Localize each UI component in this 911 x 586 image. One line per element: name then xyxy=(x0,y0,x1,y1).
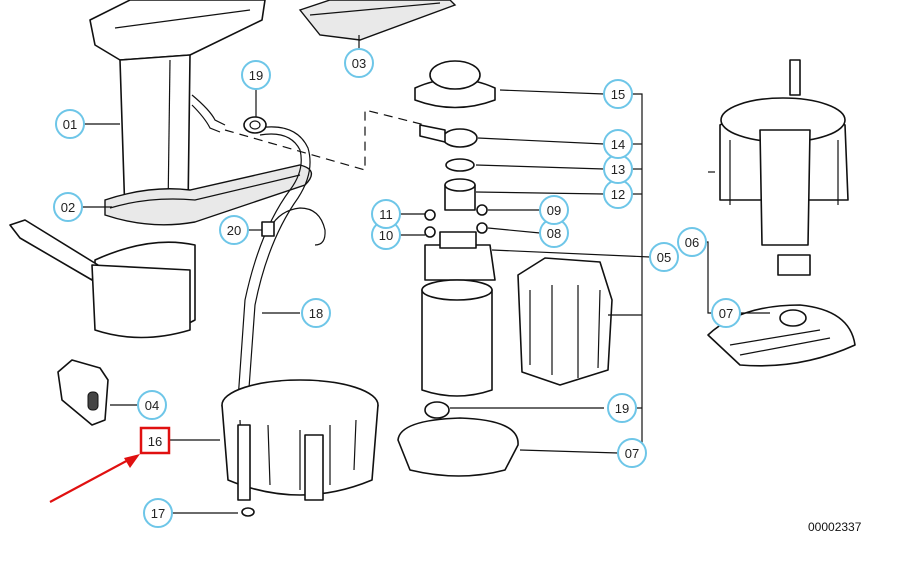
svg-text:16: 16 xyxy=(148,434,162,449)
callout-13[interactable]: 13 xyxy=(603,154,633,184)
callout-06[interactable]: 06 xyxy=(677,227,707,257)
svg-text:02: 02 xyxy=(61,200,75,215)
svg-text:07: 07 xyxy=(719,306,733,321)
callout-17[interactable]: 17 xyxy=(143,498,173,528)
callout-19-center[interactable]: 19 xyxy=(607,393,637,423)
svg-text:06: 06 xyxy=(685,235,699,250)
callout-19-top[interactable]: 19 xyxy=(241,60,271,90)
callout-03[interactable]: 03 xyxy=(344,48,374,78)
callout-20[interactable]: 20 xyxy=(219,215,249,245)
callout-05[interactable]: 05 xyxy=(649,242,679,272)
callout-15[interactable]: 15 xyxy=(603,79,633,109)
pump-module-right xyxy=(707,59,856,367)
hose-clamp-top xyxy=(243,116,267,134)
svg-text:04: 04 xyxy=(145,398,159,413)
callout-11[interactable]: 11 xyxy=(371,199,401,229)
svg-text:17: 17 xyxy=(151,506,165,521)
callout-18[interactable]: 18 xyxy=(301,298,331,328)
svg-text:11: 11 xyxy=(379,207,393,222)
document-number: 00002337 xyxy=(808,520,862,534)
callout-01[interactable]: 01 xyxy=(55,109,85,139)
callout-02[interactable]: 02 xyxy=(53,192,83,222)
svg-text:15: 15 xyxy=(611,87,625,102)
callout-07-right[interactable]: 07 xyxy=(711,298,741,328)
svg-text:13: 13 xyxy=(611,162,625,177)
fuel-hose xyxy=(237,126,326,403)
callout-16-highlighted[interactable]: 16 xyxy=(139,426,171,455)
svg-text:08: 08 xyxy=(547,226,561,241)
callout-07-center[interactable]: 07 xyxy=(617,438,647,468)
svg-text:14: 14 xyxy=(611,137,625,152)
cover-part xyxy=(298,0,457,41)
svg-text:10: 10 xyxy=(379,228,393,243)
callout-14[interactable]: 14 xyxy=(603,129,633,159)
highlight-arrow xyxy=(49,454,140,503)
callout-09[interactable]: 09 xyxy=(539,195,569,225)
callout-12[interactable]: 12 xyxy=(603,179,633,209)
svg-text:20: 20 xyxy=(227,223,241,238)
callout-04[interactable]: 04 xyxy=(137,390,167,420)
svg-text:03: 03 xyxy=(352,56,366,71)
svg-text:09: 09 xyxy=(547,203,561,218)
svg-text:19: 19 xyxy=(249,68,263,83)
callouts: 01 02 03 04 05 06 07 07 xyxy=(53,48,741,528)
clip-part xyxy=(57,359,109,426)
filler-neck-assembly xyxy=(9,0,313,339)
sender-housing xyxy=(221,379,379,517)
svg-text:12: 12 xyxy=(611,187,625,202)
svg-text:07: 07 xyxy=(625,446,639,461)
svg-text:18: 18 xyxy=(309,306,323,321)
pump-bracket xyxy=(517,257,613,386)
svg-text:19: 19 xyxy=(615,401,629,416)
svg-text:01: 01 xyxy=(63,117,77,132)
svg-text:05: 05 xyxy=(657,250,671,265)
leader-lines xyxy=(82,35,770,514)
pump-assembly xyxy=(397,60,519,477)
